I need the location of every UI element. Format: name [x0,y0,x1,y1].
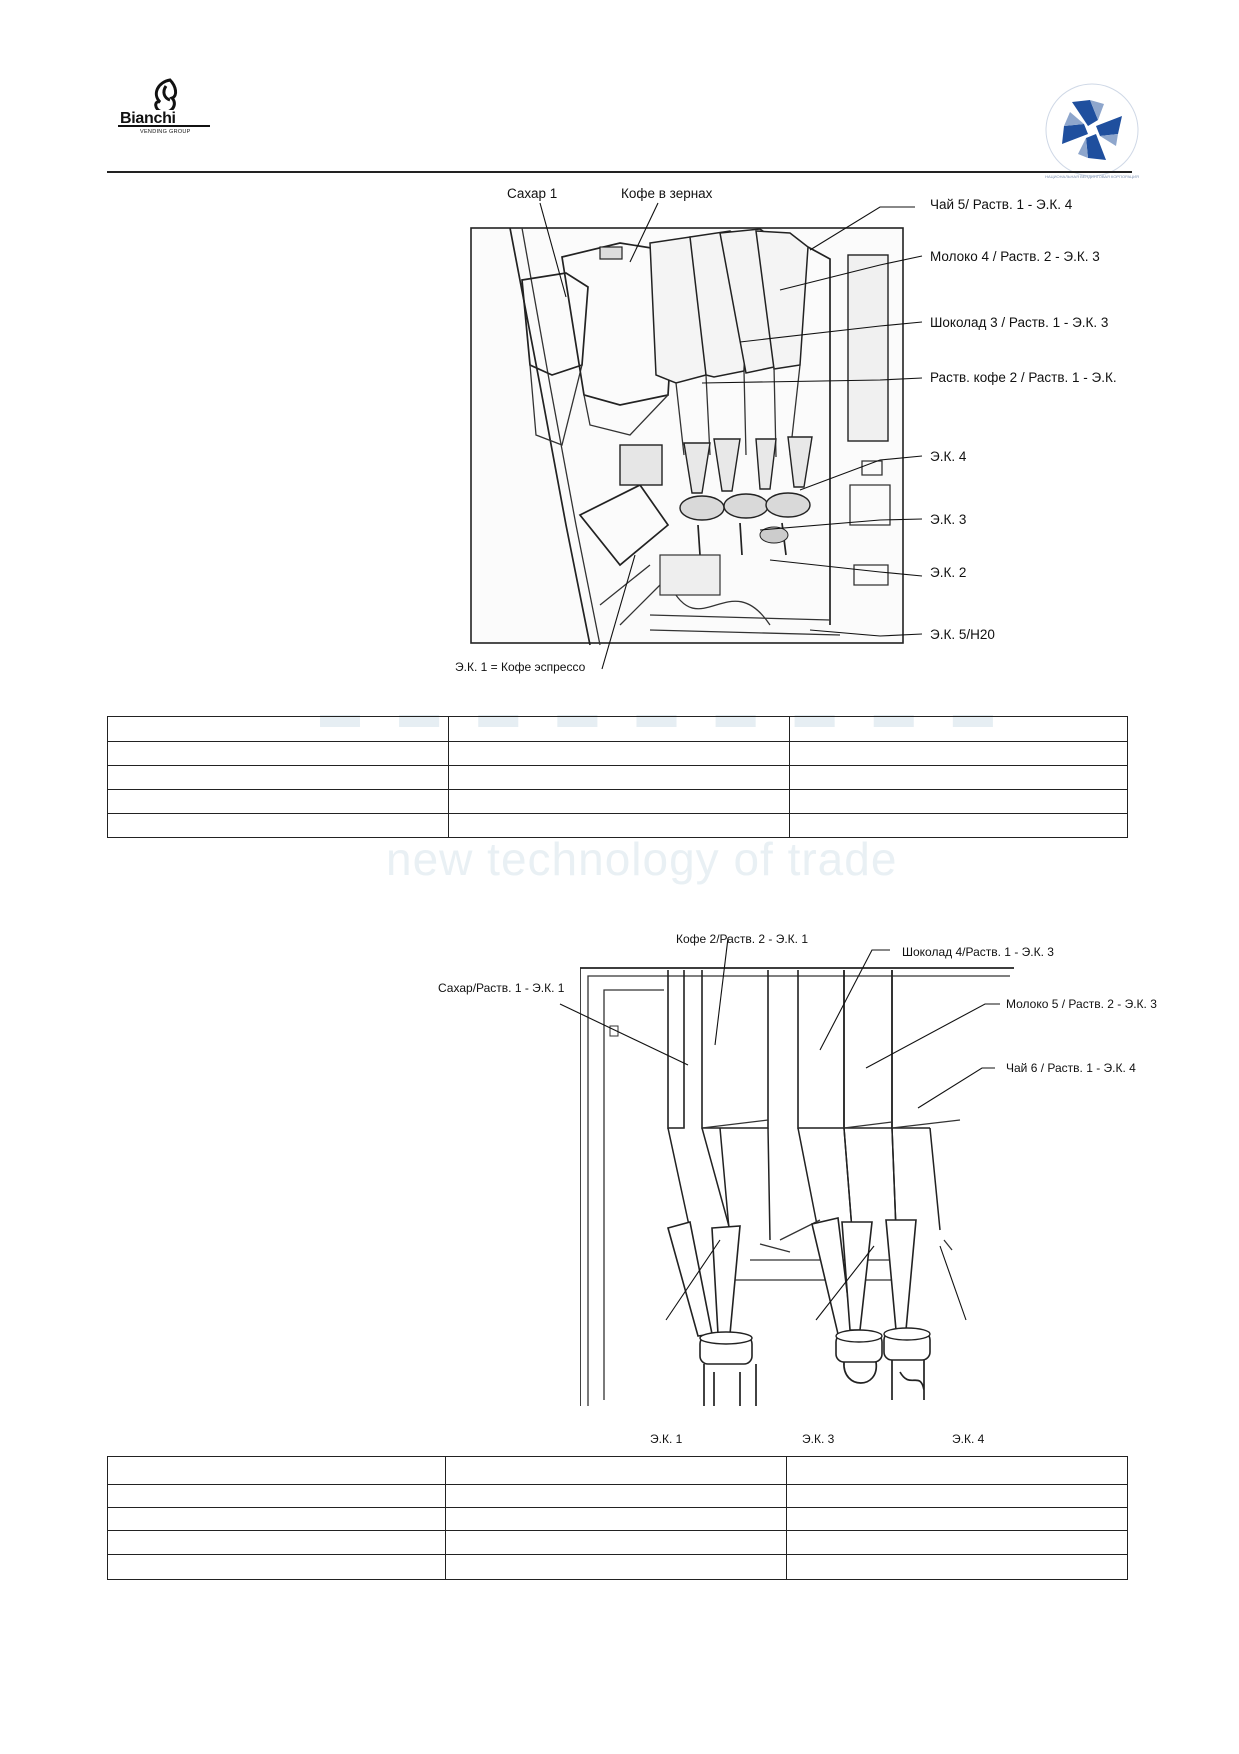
figure-1-drawing [470,225,906,647]
table-cell [789,789,1128,814]
brand-subtitle: VENDING GROUP [140,129,191,135]
fig1-label-beans: Кофе в зернах [621,186,713,201]
table-cell [789,716,1128,742]
fig2-label-ek3: Э.К. 3 [802,1432,835,1446]
brand-name: Bianchi [120,110,176,127]
fig1-label-choc: Шоколад 3 / Раств. 1 - Э.К. 3 [930,315,1109,330]
table-cell [448,716,790,742]
table-cell [786,1507,1128,1531]
table-row [107,1530,1128,1555]
fig1-label-ek2: Э.К. 2 [930,565,967,580]
table-cell [107,1507,446,1531]
table-cell [107,1530,446,1555]
fig2-label-sugar: Сахар/Раств. 1 - Э.К. 1 [438,981,565,995]
table-row [107,789,1128,814]
table-1 [107,716,1128,838]
table-row [107,765,1128,790]
corporation-seal: НАЦИОНАЛЬНАЯ ВЕНДИНГОВАЯ КОРПОРАЦИЯ [1040,78,1144,182]
seal-emblem-icon [1045,83,1139,177]
table-cell [107,765,449,790]
fig2-label-milk: Молоко 5 / Раств. 2 - Э.К. 3 [1006,997,1157,1011]
table-cell [107,813,449,838]
table-cell [786,1530,1128,1555]
fig1-label-sugar: Сахар 1 [507,186,558,201]
table-cell [448,813,790,838]
table-row [107,813,1128,838]
figure-2-leader-lines [559,937,1000,1321]
table-cell [107,716,449,742]
bianchi-logo: Bianchi VENDING GROUP [118,72,214,138]
table-cell [107,741,449,766]
table-cell [445,1554,787,1580]
table-cell [445,1456,787,1485]
fig1-label-ek5: Э.К. 5/H20 [930,627,995,642]
fig2-label-ek1: Э.К. 1 [650,1432,683,1446]
vending-canisters-drawing-2 [579,967,1014,1406]
table-cell [107,1554,446,1580]
table-cell [786,1456,1128,1485]
fig1-label-ek1: Э.К. 1 = Кофе эспрессо [455,660,586,674]
table-row [107,1484,1128,1508]
watermark-tagline: new technology of trade [386,833,898,885]
fig1-label-tea: Чай 5/ Раств. 1 - Э.К. 4 [930,197,1073,212]
fig2-label-coffee: Кофе 2/Раств. 2 - Э.К. 1 [676,932,808,946]
table-row [107,741,1128,766]
bianchi-flame-icon [118,78,210,127]
table-cell [107,789,449,814]
seal-text: НАЦИОНАЛЬНАЯ ВЕНДИНГОВАЯ КОРПОРАЦИЯ [1045,174,1139,179]
figure-2-drawing [579,960,1020,1420]
table-cell [786,1484,1128,1508]
table-cell [786,1554,1128,1580]
table-cell [789,813,1128,838]
table-cell [445,1530,787,1555]
table-cell [445,1507,787,1531]
vending-canisters-photo-1 [470,227,904,646]
fig1-label-instant: Раств. кофе 2 / Раств. 1 - Э.К. [930,370,1117,385]
table-cell [448,741,790,766]
table-row [107,1456,1128,1485]
fig2-label-ek4: Э.К. 4 [952,1432,985,1446]
table-cell [448,765,790,790]
table-cell [789,765,1128,790]
table-row [107,1554,1128,1580]
table-cell [448,789,790,814]
table-cell [107,1484,446,1508]
fig1-label-ek3: Э.К. 3 [930,512,967,527]
fig2-label-choc: Шоколад 4/Раств. 1 - Э.К. 3 [902,945,1054,959]
table-row [107,716,1128,742]
fig2-label-tea: Чай 6 / Раств. 1 - Э.К. 4 [1006,1061,1136,1075]
figure-1-leader-lines [539,202,923,670]
table-cell [445,1484,787,1508]
fig1-label-ek4: Э.К. 4 [930,449,967,464]
fig1-label-milk: Молоко 4 / Раств. 2 - Э.К. 3 [930,249,1100,264]
table-row [107,1507,1128,1531]
table-cell [789,741,1128,766]
table-2 [107,1456,1128,1580]
header-divider [107,171,1132,173]
table-cell [107,1456,446,1485]
